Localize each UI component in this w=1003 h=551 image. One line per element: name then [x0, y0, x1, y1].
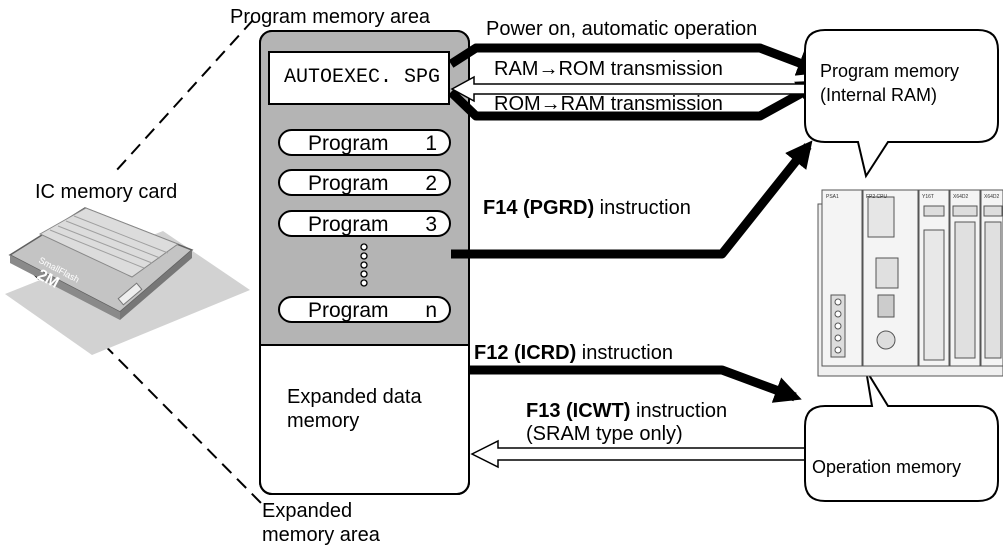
- arrow-icrd: [469, 365, 802, 403]
- expanded-memory-area-label-line1: Expanded: [262, 500, 353, 522]
- module-label: X64D2: [984, 194, 1000, 200]
- module-label: X64D2: [953, 194, 969, 200]
- program-number: 2: [425, 172, 437, 195]
- pgrd-code: F14 (PGRD): [483, 197, 595, 219]
- power-on-label: Power on, automatic operation: [486, 18, 758, 40]
- icrd-code: F12 (ICRD): [474, 342, 577, 364]
- ic-memory-card-label: IC memory card: [35, 181, 178, 203]
- ic-card-illustration: SmallFlash 2M: [5, 207, 250, 355]
- ram-to-rom-label: RAM→ROM transmission: [494, 58, 723, 80]
- dashed-leader-top: [114, 19, 254, 173]
- program-pill: Program n: [278, 296, 451, 323]
- icrd-label: F12 (ICRD) instruction: [474, 342, 673, 364]
- arrow-rom-to-ram: [447, 80, 825, 121]
- program-name: Program: [308, 132, 389, 155]
- program-number: n: [425, 299, 437, 322]
- internal-ram-label: (Internal RAM): [820, 85, 938, 105]
- program-memory-label: Program memory: [820, 61, 960, 81]
- program-number: 3: [425, 213, 437, 236]
- program-number: 1: [425, 132, 437, 155]
- program-pill: Program 2: [278, 169, 451, 196]
- program-name: Program: [308, 213, 389, 236]
- icwt-label: F13 (ICWT) instruction: [526, 400, 727, 422]
- program-memory-bubble: [804, 29, 999, 179]
- program-pill: Program 1: [278, 129, 451, 156]
- expanded-memory-area-label-line2: memory area: [262, 524, 380, 546]
- icwt-note: (SRAM type only): [526, 423, 683, 445]
- autoexec-box: [268, 51, 450, 105]
- pgrd-label: F14 (PGRD) instruction: [483, 197, 691, 219]
- operation-memory-bubble: [804, 369, 999, 502]
- arrow-power-on: [448, 43, 825, 76]
- arrow-pgrd: [451, 140, 813, 259]
- pgrd-suffix: instruction: [594, 197, 691, 219]
- module-label: Y16T: [922, 194, 934, 200]
- rom-to-ram-label: ROM→RAM transmission: [494, 93, 723, 115]
- program-pill: Program 3: [278, 210, 451, 237]
- operation-memory-label: Operation memory: [812, 457, 962, 477]
- ellipsis-dots: [360, 243, 368, 287]
- icrd-suffix: instruction: [576, 342, 673, 364]
- icwt-code: F13 (ICWT): [526, 400, 631, 422]
- icwt-suffix: instruction: [630, 400, 728, 422]
- expanded-data-memory-line2: memory: [287, 410, 360, 432]
- autoexec-file-label: AUTOEXEC. SPG: [284, 66, 441, 89]
- program-name: Program: [308, 172, 389, 195]
- program-memory-area-label: Program memory area: [230, 6, 431, 28]
- program-name: Program: [308, 299, 389, 322]
- module-label: PSA1: [826, 194, 839, 200]
- expanded-data-memory-line1: Expanded data: [287, 386, 422, 408]
- plc-unit: PSA1 FP2 CPU Y16T X64D2 X64D2: [817, 189, 1003, 377]
- module-label: FP2 CPU: [866, 194, 888, 200]
